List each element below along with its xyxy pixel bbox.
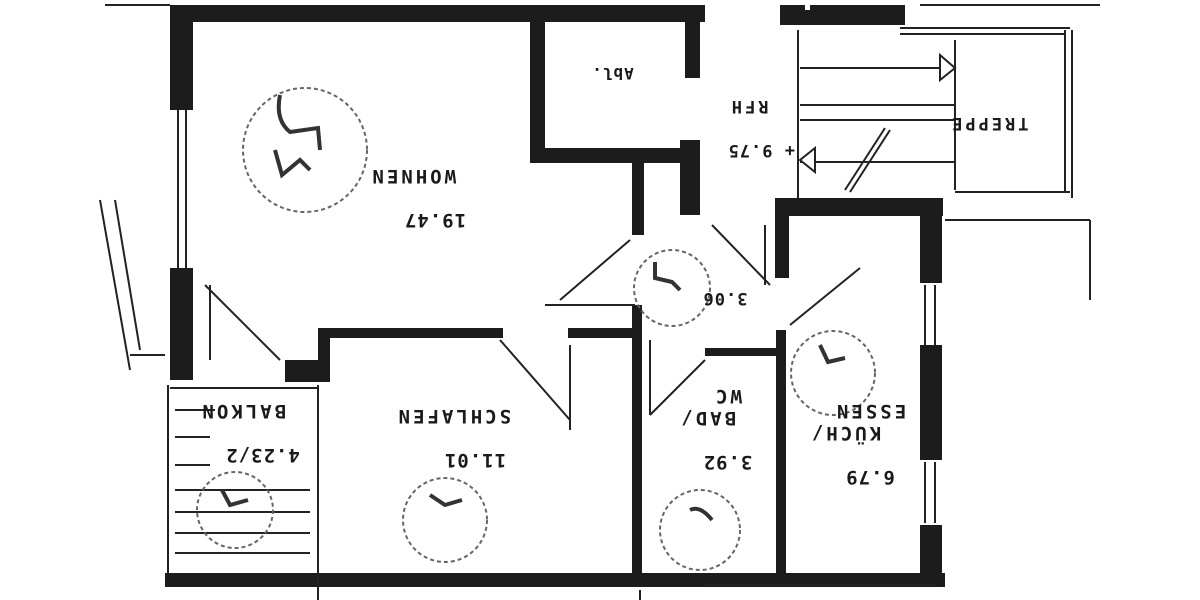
room-label-rfh: + 9.75 RFH bbox=[727, 96, 795, 160]
room-label-schlafen: 11.01 SCHLAFEN bbox=[395, 405, 512, 471]
room-label-bad: 3.92 BAD/ WC bbox=[678, 385, 753, 473]
walls bbox=[165, 0, 945, 587]
room-label-abl: Abl. bbox=[591, 64, 634, 83]
room-label-balkon: 4.23/2 BALKON bbox=[199, 400, 300, 466]
stamps bbox=[196, 87, 876, 571]
stamp-mark-icon bbox=[402, 477, 488, 563]
room-label-kueche: 6.79 KÜCH/ ESSEN bbox=[808, 400, 907, 488]
thin-lines bbox=[99, 4, 1100, 600]
stamp-mark-icon bbox=[196, 471, 274, 549]
stamp-mark-icon bbox=[633, 249, 711, 327]
stamp-mark-icon bbox=[790, 330, 876, 416]
room-label-wohnen: 19.47 WOHNEN bbox=[369, 165, 467, 231]
stamp-glyphs bbox=[220, 94, 846, 522]
room-label-treppe: TREPPE bbox=[949, 113, 1029, 133]
room-label-flur: 3.06 bbox=[702, 288, 748, 308]
stamp-mark-icon bbox=[659, 489, 741, 571]
stamp-mark-icon bbox=[242, 87, 368, 213]
